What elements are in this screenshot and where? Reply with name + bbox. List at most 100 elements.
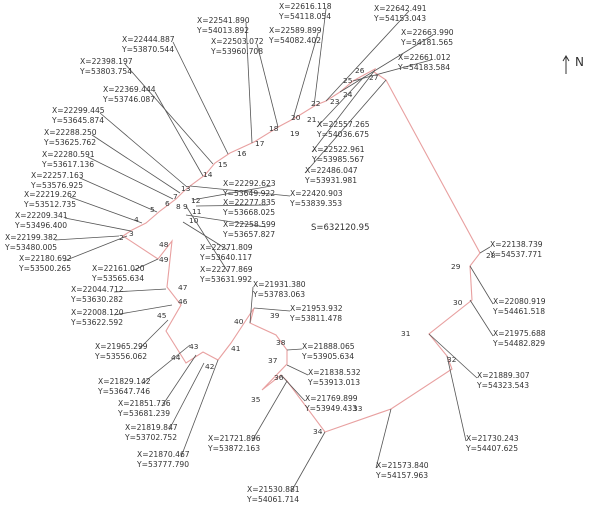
coord-y: Y=53681.239 — [117, 409, 170, 418]
coord-y: Y=54061.714 — [246, 495, 299, 504]
leader-line — [286, 364, 309, 376]
leader-line — [172, 41, 229, 155]
leader-line — [91, 134, 181, 194]
leader-line — [191, 185, 272, 201]
vertex-number: 5 — [150, 205, 155, 214]
coord-y: Y=53872.163 — [207, 444, 260, 453]
leader-line — [79, 177, 158, 213]
coord-y: Y=53905.634 — [301, 352, 354, 361]
vertex-number: 37 — [268, 356, 278, 365]
coord-y: Y=53960.708 — [210, 47, 263, 56]
coord-y: Y=54407.625 — [465, 444, 518, 453]
coord-y: Y=53625.762 — [43, 138, 96, 147]
coord-y: Y=53576.925 — [30, 181, 83, 190]
leader-line — [311, 69, 376, 153]
leader-line — [256, 43, 279, 128]
leader-line — [138, 319, 169, 350]
coord-x: X=22541.890 — [197, 16, 250, 25]
coord-x: X=22209.341 — [15, 211, 68, 220]
vertex-number: 48 — [159, 240, 169, 249]
coord-y: Y=53803.754 — [79, 67, 132, 76]
coordinate-label-layer: X=22199.382 Y=53480.005 X=22209.341 Y=53… — [4, 2, 546, 504]
coord-x: X=22292.623 — [223, 179, 276, 188]
coord-x: X=21819.847 — [125, 423, 178, 432]
area-label: S=632120.95 — [311, 223, 369, 233]
leader-line — [251, 380, 288, 442]
coord-y: Y=53783.063 — [252, 290, 305, 299]
vertex-number: 8 — [176, 202, 181, 211]
vertex-number: 31 — [401, 329, 411, 338]
north-arrow-icon — [562, 55, 570, 74]
coord-y: Y=54013.892 — [196, 26, 249, 35]
vertex-number: 47 — [178, 283, 188, 292]
coord-y: Y=53631.992 — [199, 275, 252, 284]
vertex-number: 29 — [451, 262, 461, 271]
coord-y: Y=53496.400 — [14, 221, 67, 230]
coord-y: Y=54118.054 — [278, 12, 331, 21]
vertex-number: 34 — [313, 427, 323, 436]
vertex-number: 36 — [274, 373, 284, 382]
leader-line — [253, 307, 291, 312]
coord-y: Y=53913.013 — [307, 378, 360, 387]
coord-x: X=22642.491 — [374, 4, 427, 13]
coord-y: Y=53657.827 — [222, 230, 275, 239]
vertex-number: 26 — [355, 66, 365, 75]
vertex-number: 27 — [369, 73, 379, 82]
vertex-number: 42 — [205, 362, 214, 371]
coord-x: X=22420.903 — [290, 189, 343, 198]
coord-y: Y=53931.981 — [304, 176, 357, 185]
vertex-number: 33 — [353, 404, 363, 413]
coord-y: Y=54036.675 — [316, 130, 369, 139]
coord-x: X=22199.382 — [5, 233, 58, 242]
vertex-number: 39 — [270, 311, 280, 320]
leader-line — [87, 156, 174, 200]
coord-x: X=22080.919 — [493, 297, 546, 306]
coord-y: Y=54183.584 — [397, 63, 450, 72]
vertex-number: 11 — [192, 207, 202, 216]
coord-x: X=22008.120 — [71, 308, 124, 317]
coord-y: Y=53647.746 — [97, 387, 150, 396]
coord-x: X=22258.599 — [223, 220, 276, 229]
coord-y: Y=54461.518 — [492, 307, 545, 316]
coord-x: X=22277.835 — [223, 198, 276, 207]
coord-x: X=22398.197 — [80, 57, 133, 66]
vertex-number: 6 — [165, 199, 170, 208]
leader-line — [352, 59, 432, 82]
leader-line — [131, 258, 159, 272]
leader-line — [249, 286, 254, 324]
coord-x: X=22277.869 — [200, 265, 253, 274]
coord-x: X=22444.887 — [122, 35, 175, 44]
coord-y: Y=53617.136 — [41, 160, 94, 169]
leader-line — [316, 76, 365, 128]
leader-line — [154, 91, 204, 177]
coord-x: X=21730.243 — [466, 434, 519, 443]
parcel-boundary — [122, 67, 481, 433]
coord-y: Y=54323.543 — [476, 381, 529, 390]
vertex-number: 22 — [311, 99, 320, 108]
leader-line — [189, 185, 291, 197]
coord-x: X=22138.739 — [490, 240, 543, 249]
coord-y: Y=54482.829 — [492, 339, 545, 348]
coord-x: X=22557.265 — [317, 120, 370, 129]
vertex-number: 9 — [183, 202, 188, 211]
coord-x: X=22299.445 — [52, 106, 105, 115]
leader-line — [141, 344, 191, 385]
leader-line — [469, 265, 494, 305]
coord-x: X=22280.591 — [42, 150, 95, 159]
coord-x: X=21953.932 — [290, 304, 343, 313]
leader-line — [185, 205, 229, 273]
leader-line-layer — [54, 8, 494, 493]
leader-line — [161, 354, 197, 407]
coord-y: Y=53512.735 — [23, 200, 76, 209]
leader-line — [304, 79, 387, 174]
vertex-number: 38 — [276, 338, 286, 347]
vertex-number: 28 — [486, 251, 496, 260]
coord-x: X=22522.961 — [312, 145, 365, 154]
coord-x: X=21888.065 — [302, 342, 355, 351]
leader-line — [168, 362, 205, 431]
coord-x: X=22257.163 — [31, 171, 84, 180]
vertex-number: 17 — [255, 139, 265, 148]
vertex-number: 41 — [231, 344, 241, 353]
coord-x: X=22663.990 — [401, 28, 454, 37]
coord-y: Y=53702.752 — [124, 433, 177, 442]
